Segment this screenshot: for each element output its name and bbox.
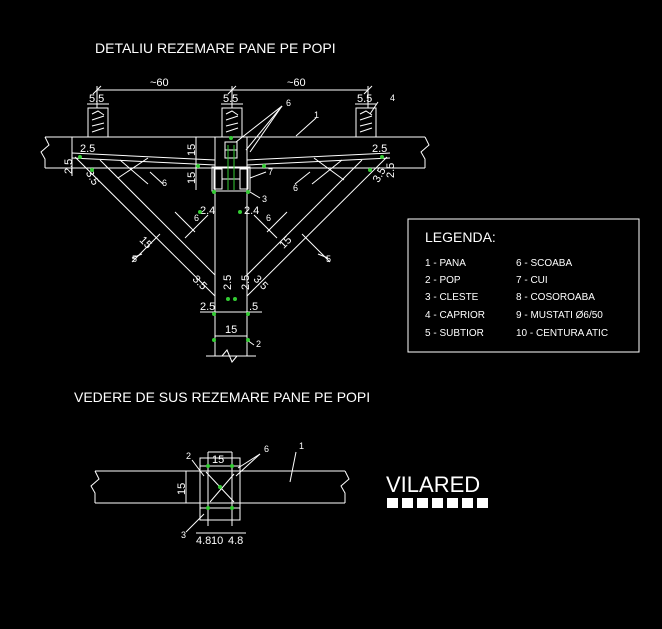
top-dim-15-h: 15 — [212, 454, 224, 466]
callout-4: 4 — [390, 93, 395, 103]
legend-item-1: 1 - PANA — [425, 258, 466, 269]
top-dim-48-right: 4.8 — [228, 535, 243, 547]
detail-drawing: ~60 ~60 5.5 5.5 5.5 — [40, 77, 430, 363]
callout-1: 1 — [314, 110, 319, 120]
callout-6-right: 6 — [293, 183, 298, 193]
callout-2: 2 — [256, 339, 261, 349]
callout-6-lower-left: 6 — [194, 213, 199, 223]
brand-squares — [387, 498, 488, 508]
top-dim-48-left: 4.8 — [196, 535, 211, 547]
legend-item-10: 10 - CENTURA ATIC — [516, 328, 608, 339]
dim-h15-a: 15 — [186, 144, 198, 156]
callout-7: 7 — [268, 167, 273, 177]
legend-item-7: 7 - CUI — [516, 275, 548, 286]
legend-frame — [407, 218, 640, 353]
legend-item-5: 5 - SUBTIOR — [425, 328, 484, 339]
callout-5-right: 5 — [326, 254, 331, 264]
dim-v25-right: 2.5 — [385, 163, 397, 178]
callout-5-left: 5 — [132, 254, 137, 264]
dim-low35-left: 3.5 — [190, 273, 209, 292]
dim-v25-left: 2.5 — [63, 159, 75, 174]
callout-6-lower-right: 6 — [266, 213, 271, 223]
dim-pana-left: 5.5 — [89, 93, 104, 105]
legend-item-8: 8 - COSOROABA — [516, 292, 595, 303]
legend-item-9: 9 - MUSTATI Ø6/50 — [516, 310, 603, 321]
legend-item-2: 2 - POP — [425, 275, 461, 286]
top-dim-15-v: 15 — [176, 483, 188, 495]
dim-spacing-left: ~60 — [150, 77, 169, 89]
dim-pana-right: 5.5 — [357, 93, 372, 105]
dim-pop15: 15 — [225, 324, 237, 336]
detail-title: DETALIU REZEMARE PANE PE POPI — [95, 40, 336, 56]
dim-low25-b: 2.5 — [240, 275, 252, 290]
brand-logo: VILARED — [386, 472, 480, 497]
legend-item-6: 6 - SCOABA — [516, 258, 572, 269]
top-callout-3: 3 — [181, 530, 186, 540]
dim-low25-a: 2.5 — [222, 275, 234, 290]
dim-pana-mid: 5.5 — [223, 93, 238, 105]
legend: LEGENDA: 1 - PANA 6 - SCOABA 2 - POP 7 -… — [407, 218, 640, 353]
callout-6-top: 6 — [286, 98, 291, 108]
legend-item-3: 3 - CLESTE — [425, 292, 479, 303]
dim-d24-left: 2.4 — [200, 205, 215, 217]
dim-d24-right: 2.4 — [244, 205, 259, 217]
dim-brace15-right: 15 — [277, 234, 294, 251]
dim-spacing-right: ~60 — [287, 77, 306, 89]
dim-d25-left: 2.5 — [80, 143, 95, 155]
dim-d25-right: 2.5 — [372, 143, 387, 155]
dim-brace15-left: 15 — [137, 234, 154, 251]
dim-bot25-left: 2.5 — [200, 301, 215, 313]
legend-item-4: 4 - CAPRIOR — [425, 310, 485, 321]
nail-markers — [78, 136, 384, 342]
dim-h15-b: 15 — [186, 172, 198, 184]
callout-6-left: 6 — [162, 178, 167, 188]
top-view-drawing: 15 15 4.8 10 4.8 6 1 2 3 — [90, 441, 350, 547]
top-view-title: VEDERE DE SUS REZEMARE PANE PE POPI — [74, 389, 370, 405]
top-callout-6: 6 — [264, 444, 269, 454]
top-callout-1: 1 — [299, 441, 304, 451]
callout-3: 3 — [262, 194, 267, 204]
top-dim-10: 10 — [211, 535, 223, 547]
legend-title: LEGENDA: — [425, 229, 496, 245]
dim-bot25-right: .5 — [249, 301, 258, 313]
top-callout-2: 2 — [186, 451, 191, 461]
